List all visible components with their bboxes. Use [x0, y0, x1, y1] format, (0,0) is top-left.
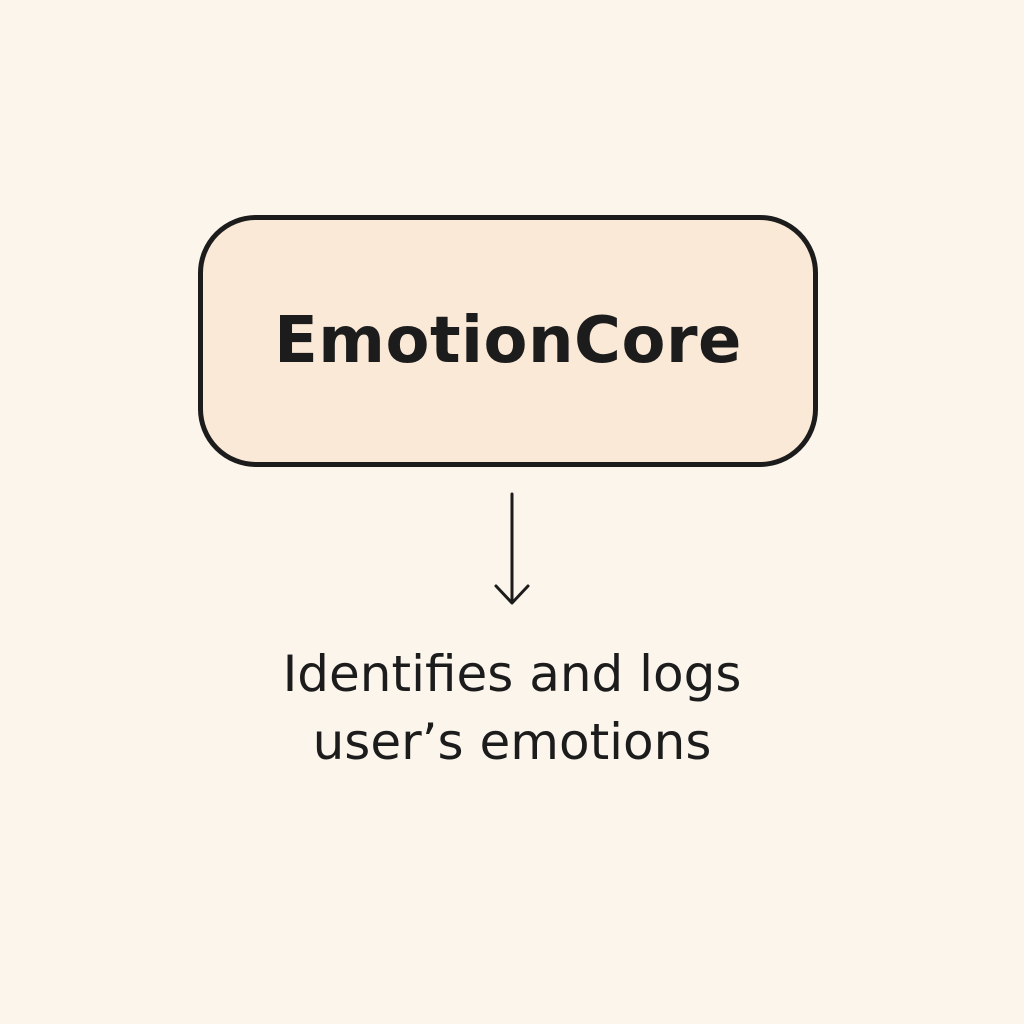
description-line-1: Identifies and logs — [282, 645, 742, 703]
arrow-down-icon — [494, 492, 530, 605]
node-title: EmotionCore — [274, 304, 742, 378]
description-line-2: user’s emotions — [312, 713, 712, 771]
node-description: Identifies and logs user’s emotions — [212, 640, 812, 776]
emotioncore-node: EmotionCore — [198, 215, 818, 467]
